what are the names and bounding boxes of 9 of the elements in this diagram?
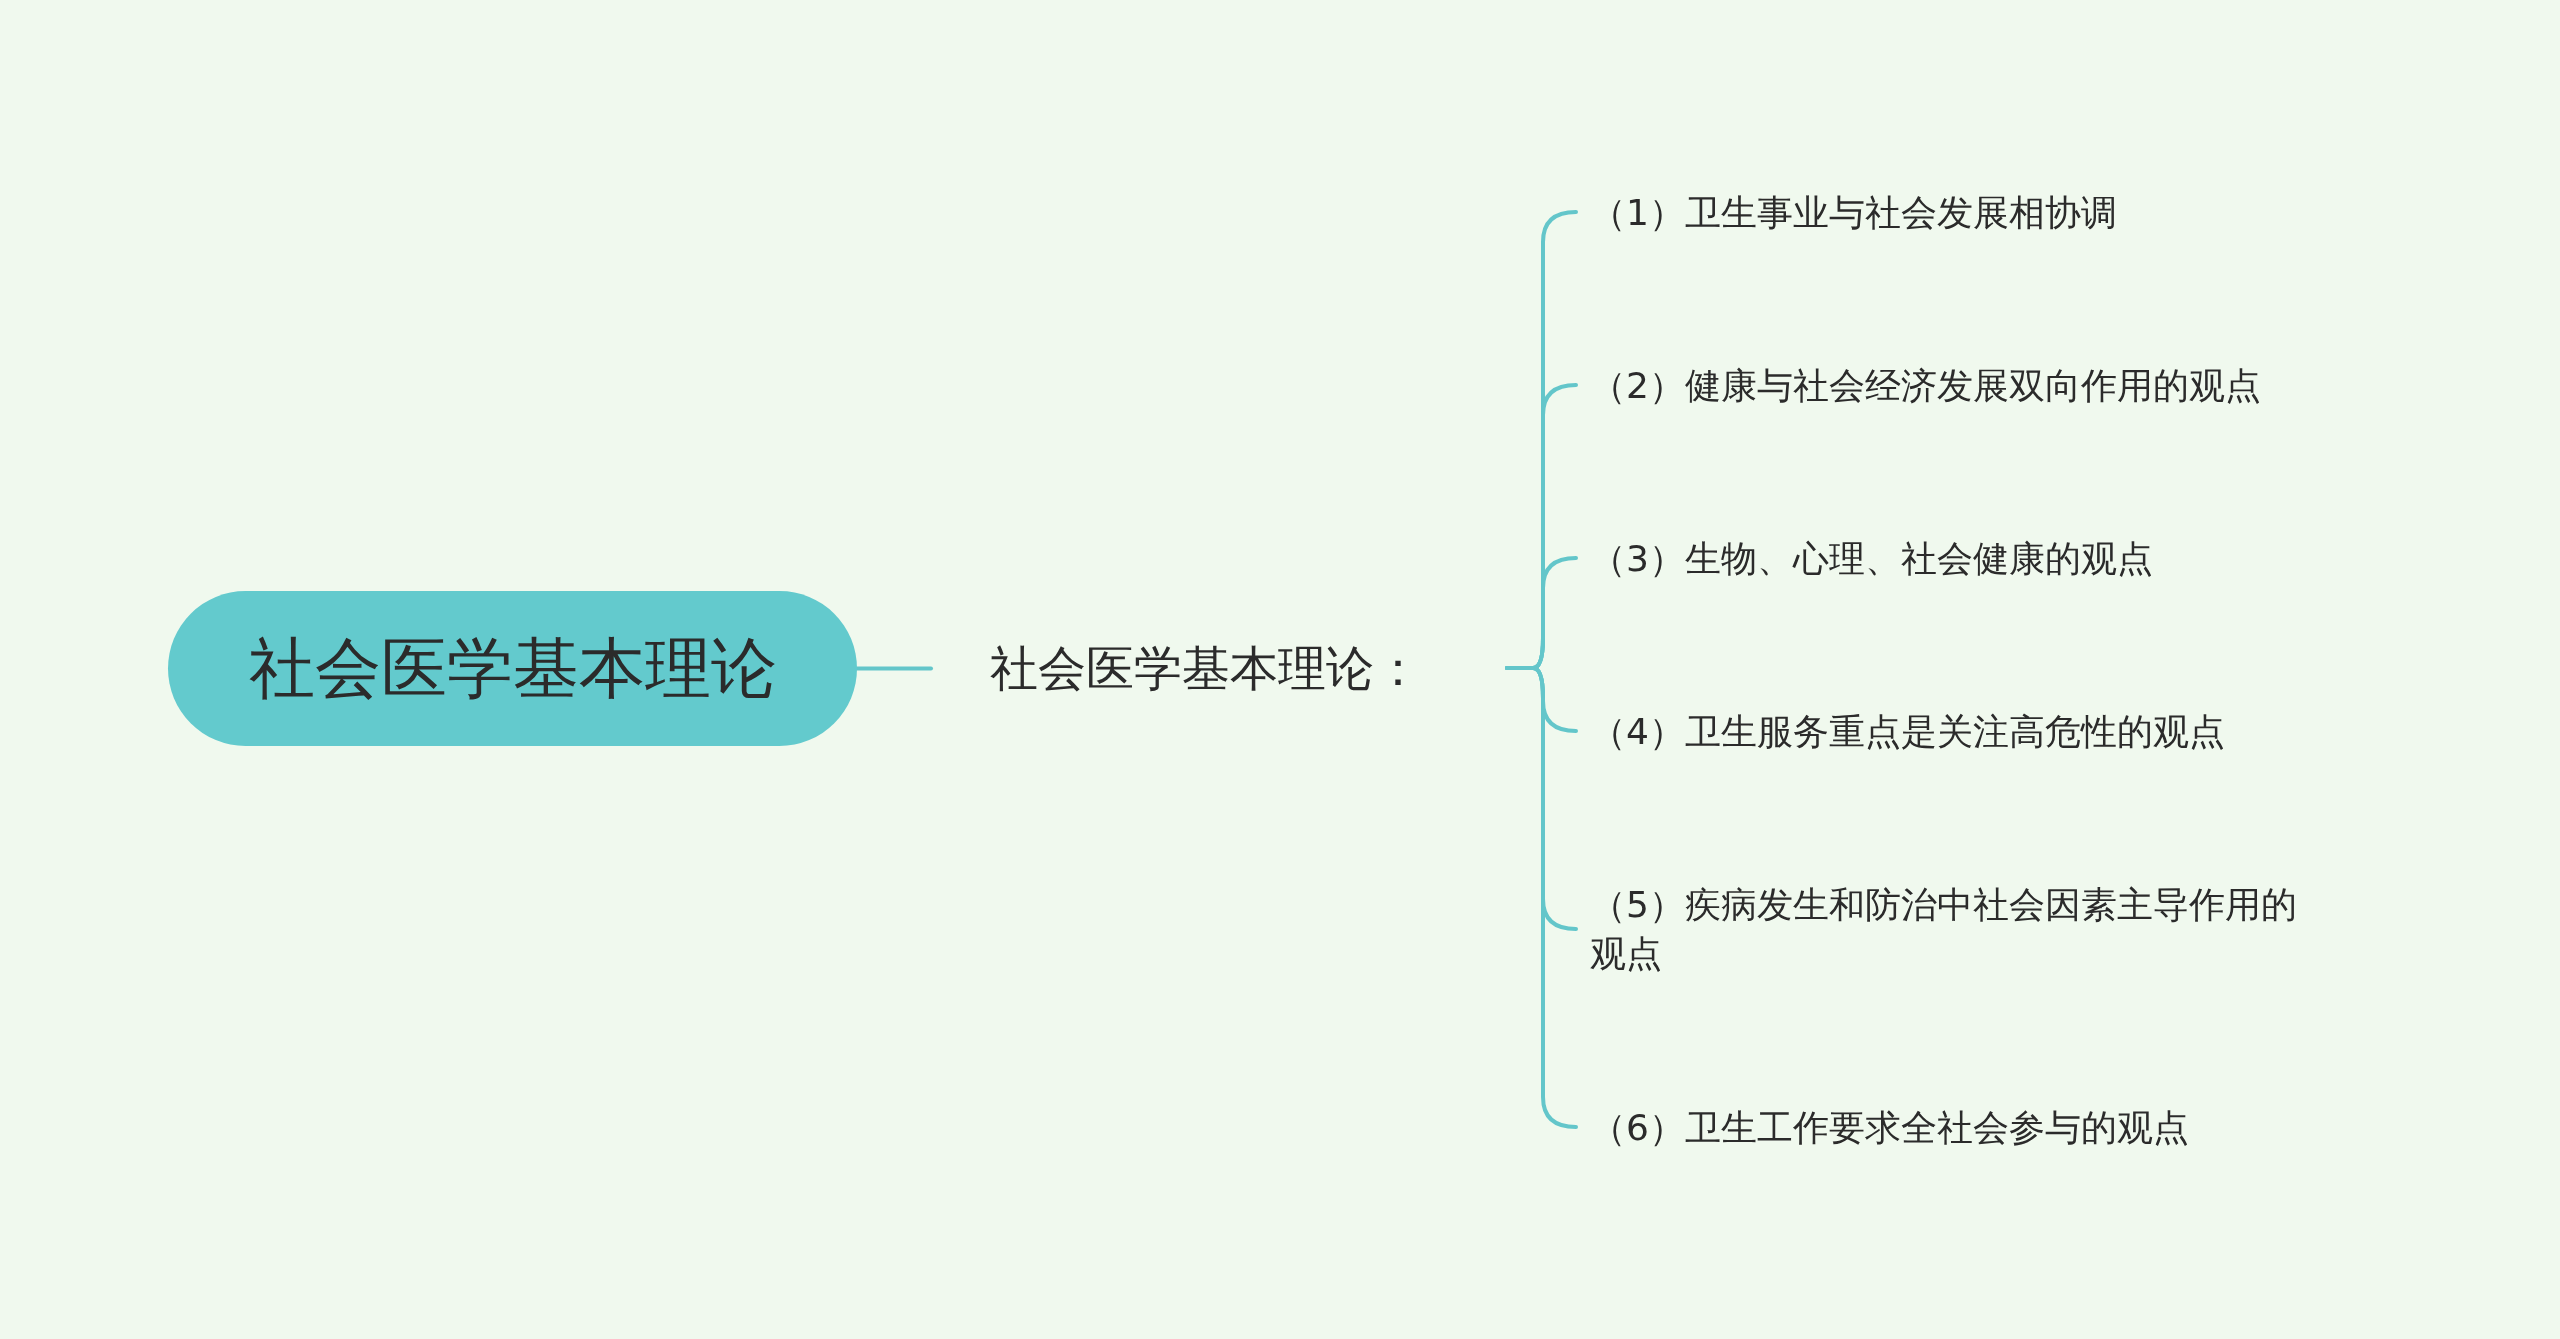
- branch-text: （1）卫生事业与社会发展相协调: [1576, 187, 2117, 237]
- branch-text: （4）卫生服务重点是关注高危性的观点: [1576, 706, 2225, 756]
- branch-text: （3）生物、心理、社会健康的观点: [1576, 533, 2153, 583]
- root-topic: 社会医学基本理论: [168, 591, 857, 746]
- connector-line: [855, 666, 933, 671]
- subtopic-text: 社会医学基本理论：: [931, 638, 1507, 698]
- branch-text: （6）卫生工作要求全社会参与的观点: [1576, 1102, 2189, 1152]
- branch-text: （2）健康与社会经济发展双向作用的观点: [1576, 360, 2261, 410]
- branch-text: （5）疾病发生和防治中社会因素主导作用的观点: [1576, 880, 2315, 978]
